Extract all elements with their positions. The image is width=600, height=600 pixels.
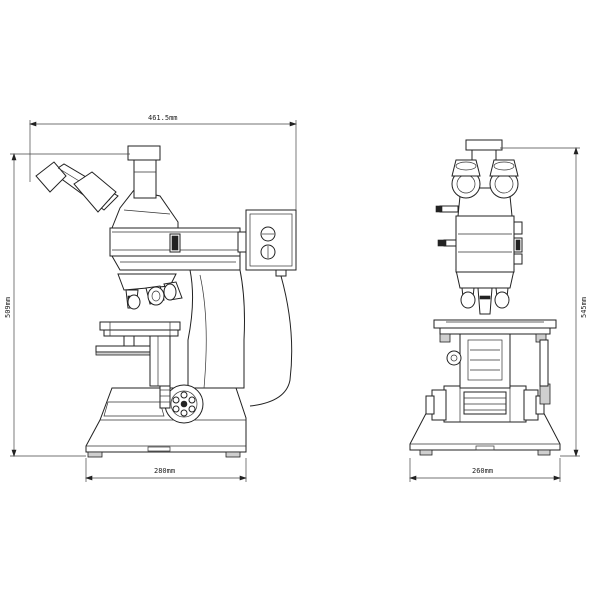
side-lamphouse [245, 209, 297, 407]
side-head [35, 145, 179, 229]
side-view: 461.5mm 509mm 280mm [4, 114, 297, 482]
front-objectives [455, 269, 515, 315]
front-body [435, 205, 523, 273]
dim-front-base-label: 260mm [472, 467, 493, 475]
side-stage [95, 321, 181, 387]
side-objectives [117, 273, 183, 310]
side-dimensions: 461.5mm 509mm 280mm [4, 114, 297, 482]
front-view: 545mm 260mm [409, 139, 588, 482]
front-head [451, 139, 519, 217]
front-dimensions: 545mm 260mm [409, 147, 588, 482]
dim-side-height-label: 509mm [4, 297, 12, 318]
front-stage [433, 319, 557, 389]
side-body [109, 227, 247, 271]
side-focus-knob [159, 383, 204, 424]
front-focus-knobs [425, 383, 551, 423]
side-arm [187, 269, 245, 389]
dim-side-base-label: 280mm [154, 467, 175, 475]
dim-front-height-label: 545mm [580, 297, 588, 318]
dim-total-width-label: 461.5mm [148, 114, 178, 122]
